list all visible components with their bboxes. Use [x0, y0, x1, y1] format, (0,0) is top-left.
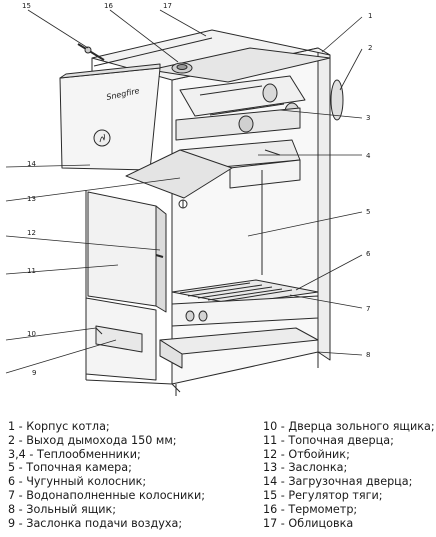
callout-3: 3 — [366, 114, 370, 122]
callout-8: 8 — [366, 351, 370, 359]
legend-item: 15 - Регулятор тяги; — [263, 488, 383, 502]
legend-item: 14 - Загрузочная дверца; — [263, 475, 413, 489]
flame-logo-icon — [93, 129, 111, 147]
ash-box — [159, 327, 319, 396]
legend-item: 13 - Заслонка; — [263, 461, 348, 475]
loading-door — [59, 63, 161, 171]
legend-item: 10 - Дверца зольного ящика; — [263, 420, 435, 433]
legend-item: 3,4 - Теплообменники; — [8, 447, 141, 461]
draft-regulator — [77, 43, 105, 61]
callout-5: 5 — [366, 208, 370, 216]
legend-item: 17 - Облицовка — [263, 516, 354, 530]
callout-12: 12 — [27, 229, 36, 237]
legend-item: 1 - Корпус котла; — [8, 420, 110, 433]
callout-13: 13 — [27, 195, 36, 203]
legend-item: 5 - Топочная камера; — [8, 461, 132, 475]
callout-9: 9 — [32, 369, 36, 377]
callout-1: 1 — [368, 12, 372, 20]
legend-item: 2 - Выход дымохода 150 мм; — [8, 433, 177, 447]
legend-item: 7 - Водонаполненные колосники; — [8, 488, 206, 502]
callout-17: 17 — [163, 2, 172, 10]
cast-iron-grate — [171, 279, 319, 305]
firebox-door — [87, 191, 167, 313]
chimney-outlet — [330, 79, 344, 121]
callout-15: 15 — [22, 2, 31, 10]
legend-item: 16 - Термометр; — [263, 502, 358, 516]
legend-item: 11 - Топочная дверца; — [263, 433, 394, 447]
heat-exchanger-upper — [175, 75, 306, 141]
callout-11: 11 — [27, 267, 36, 275]
legend-item: 8 - Зольный ящик; — [8, 502, 117, 516]
callout-16: 16 — [104, 2, 113, 10]
legend-item: 12 - Отбойник; — [263, 447, 350, 461]
baffle-plate — [125, 149, 233, 209]
callout-2: 2 — [368, 44, 372, 52]
water-filled-grates — [171, 295, 319, 327]
callout-4: 4 — [366, 152, 371, 160]
ash-door — [85, 297, 157, 381]
callout-10: 10 — [27, 330, 36, 338]
legend-item: 6 - Чугунный колосник; — [8, 475, 147, 489]
callout-7: 7 — [366, 305, 370, 313]
legend-left: 1 - Корпус котла; 2 - Выход дымохода 150… — [8, 420, 223, 530]
legend-item: 9 - Заслонка подачи воздуха; — [8, 516, 183, 530]
boiler-diagram: 15 16 17 1 2 3 4 5 6 7 8 9 10 11 12 13 1… — [5, 2, 372, 396]
top-lid — [149, 47, 331, 83]
callout-14: 14 — [27, 160, 36, 168]
legend-right: 10 - Дверца зольного ящика; 11 - Топочна… — [263, 420, 435, 530]
callout-6: 6 — [366, 250, 371, 258]
